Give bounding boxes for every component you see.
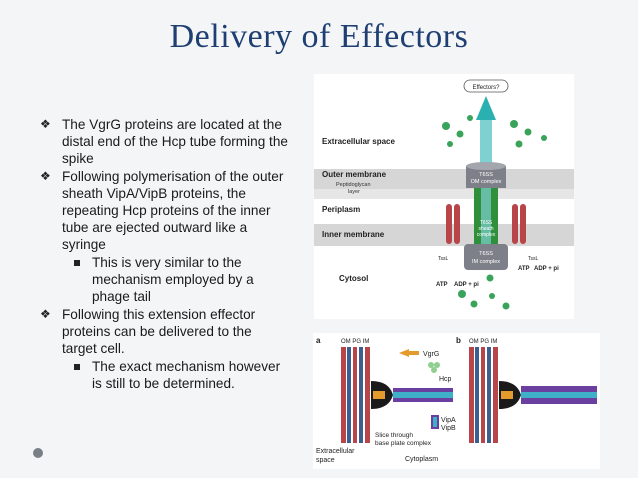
effectors-bubble [463, 79, 509, 93]
effector-molecule [442, 122, 450, 130]
adp-bottom-label: ADP + pi [454, 282, 479, 288]
om-pg-im-a-label: OM PG IM [341, 339, 369, 345]
effector-molecule [524, 128, 532, 136]
bullet-item-2: ❖ Following polymerisation of the outer … [40, 168, 290, 253]
om-complex-label-line2: OM complex [471, 179, 502, 185]
inner-membrane-label: Inner membrane [322, 230, 385, 239]
sub-bullet-item-1: This is very similar to the mechanism em… [40, 254, 290, 305]
sheath-label-line2: sheath [478, 226, 493, 232]
bullet-text: Following polymerisation of the outer sh… [62, 169, 284, 252]
t6ss-membrane-figure: Extracellular space Outer membrane Pepti… [314, 74, 574, 319]
bullet-item-1: ❖ The VgrG proteins are located at the d… [40, 116, 290, 167]
effector-molecule [456, 130, 464, 138]
slice-label: Slice through [375, 432, 413, 439]
vipa-legend-label: VipA [441, 417, 456, 424]
t6ss-contraction-diagram: a b OM PG IM OM PG IM VgrG Hcp VipA VipB [316, 336, 597, 464]
om-pg-im-b-label: OM PG IM [469, 339, 497, 345]
vgrg-legend-icon [399, 349, 409, 357]
effector-tag-label: e7 [510, 144, 515, 149]
sub-bullet-item-2: The exact mechanism however is still to … [40, 358, 290, 392]
slice-label-line2: base plate complex [375, 440, 432, 447]
effector-molecule [470, 300, 478, 308]
peptidoglycan-label-line2: layer [348, 189, 360, 195]
vgrg-legend-label: VgrG [423, 351, 439, 358]
effector-molecule [486, 274, 494, 282]
tssl-left-label: TssL [438, 256, 449, 262]
bullet-text: Following this extension effector protei… [62, 307, 256, 356]
sub-bullet-text: This is very similar to the mechanism em… [92, 255, 254, 304]
extracellular-space-label-b: Extracellular [316, 448, 355, 455]
cytosol-label: Cytosol [339, 274, 368, 283]
outer-membrane-label: Outer membrane [322, 170, 387, 179]
atp-right-label: ATP [518, 266, 530, 272]
om-complex [466, 166, 506, 188]
adp-right-label: ADP + pi [534, 266, 559, 272]
sheath-label: T6SS [480, 220, 493, 226]
panel-a-label: a [316, 336, 321, 345]
bullet-text: The VgrG proteins are located at the dis… [62, 117, 288, 166]
extracellular-space-label-b-line2: space [316, 457, 335, 464]
peptidoglycan-band [314, 189, 574, 199]
sub-bullet-text: The exact mechanism however is still to … [92, 359, 281, 391]
outer-membrane-band [314, 169, 574, 189]
slide-corner-dot [33, 448, 43, 458]
t6ss-membrane-diagram: Extracellular space Outer membrane Pepti… [314, 79, 574, 310]
vgrg-spike [476, 96, 496, 120]
atp-bottom-label: ATP [436, 282, 448, 288]
effector-molecule [515, 140, 523, 148]
hcp-legend-label: Hcp [439, 376, 452, 383]
hcp-legend-icon [428, 362, 434, 368]
bullet-list: ❖ The VgrG proteins are located at the d… [40, 116, 290, 393]
effector-molecule [467, 115, 473, 121]
t6ss-contraction-figure: a b OM PG IM OM PG IM VgrG Hcp VipA VipB [313, 333, 600, 469]
diamond-bullet-icon: ❖ [40, 169, 51, 183]
effector-molecule [541, 135, 547, 141]
peptidoglycan-label: Peptidoglycan [336, 182, 371, 188]
diamond-bullet-icon: ❖ [40, 307, 51, 321]
diamond-bullet-icon: ❖ [40, 117, 51, 131]
effector-molecule [510, 120, 518, 128]
hcp-tube [480, 120, 492, 166]
effectors-question-label: Effectors? [473, 85, 501, 91]
panel-b-membranes [469, 347, 498, 443]
effector-molecule [458, 290, 466, 298]
sheath-label-line3: complex [477, 232, 496, 238]
inner-membrane-band [314, 224, 574, 246]
tssl-right-label: TssL [528, 256, 539, 262]
membrane-protein-left [446, 204, 452, 244]
im-complex-label-line2: IM complex [472, 259, 500, 265]
square-bullet-icon [74, 260, 80, 266]
effector-molecule [447, 141, 453, 147]
membrane-protein-right [512, 204, 518, 244]
panel-a-membranes [341, 347, 370, 443]
om-complex-label: T6SS [479, 172, 493, 178]
bullet-item-3: ❖ Following this extension effector prot… [40, 306, 290, 357]
effector-molecule [489, 293, 495, 299]
square-bullet-icon [74, 364, 80, 370]
effector-molecule [502, 302, 510, 310]
periplasm-label: Periplasm [322, 205, 360, 214]
im-complex-label: T6SS [479, 251, 493, 257]
effector-molecules [442, 115, 547, 310]
slide-title: Delivery of Effectors [169, 18, 469, 55]
panel-b-label: b [456, 336, 461, 345]
extracellular-space-label: Extracellular space [322, 137, 395, 146]
cytoplasm-label: Cytoplasm [405, 456, 438, 463]
im-complex [464, 244, 508, 270]
vipb-legend-label: VipB [441, 425, 456, 432]
